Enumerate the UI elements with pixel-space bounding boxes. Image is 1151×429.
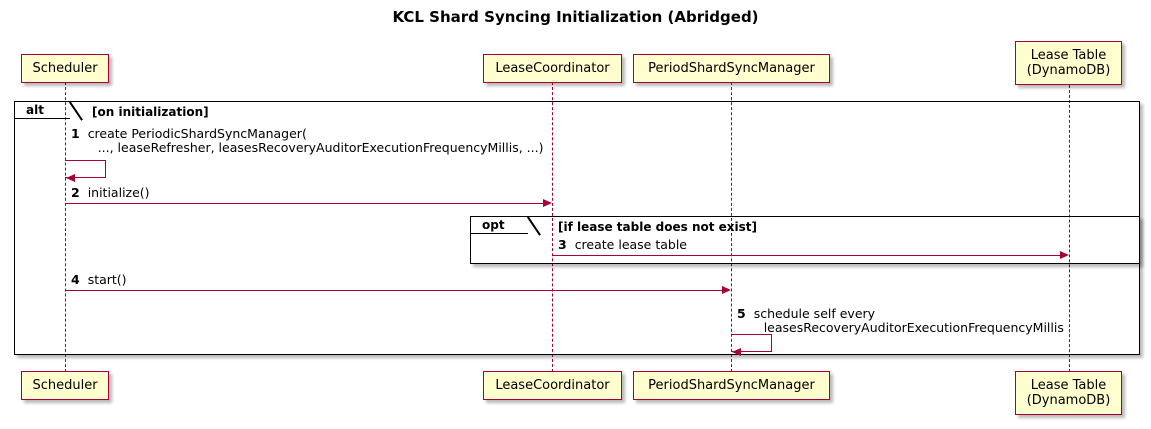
fragment-opt-guard-label: [if lease table does not exist]: [558, 220, 758, 234]
message-3-arrowhead: [1060, 250, 1069, 259]
participant-lease-coordinator-top[interactable]: LeaseCoordinator: [483, 54, 622, 83]
message-2-arrowhead: [543, 198, 552, 207]
message-1-text-line2: ..., leaseRefresher, leasesRecoveryAudit…: [97, 140, 544, 155]
message-3-text: create lease table: [574, 237, 687, 252]
message-3-number: 3: [558, 237, 567, 252]
message-3-label: 3 create lease table: [558, 238, 687, 252]
message-5-arrowhead: [732, 347, 741, 356]
participant-lease-table-bottom[interactable]: Lease Table (DynamoDB): [1015, 371, 1122, 415]
participant-lease-table-bottom-label-line2: (DynamoDB): [1026, 393, 1111, 408]
message-1-arrowhead: [66, 173, 75, 182]
lifeline-lease-table: [1069, 85, 1070, 372]
message-5-self-arrow-path: [731, 334, 772, 352]
message-2-text: initialize(): [87, 185, 150, 200]
message-5-text-line1: schedule self every: [753, 306, 876, 321]
message-3-line: [552, 255, 1061, 256]
fragment-opt-lease-table-missing: [470, 216, 1140, 264]
lifeline-lease-coordinator: [552, 82, 553, 372]
participant-period-shard-sync-manager-top[interactable]: PeriodShardSyncManager: [633, 54, 830, 83]
participant-scheduler-top-label: Scheduler: [32, 61, 98, 76]
participant-lease-table-bottom-label-line1: Lease Table: [1030, 378, 1107, 393]
message-5-label: 5 schedule self every leasesRecoveryAudi…: [737, 307, 1064, 335]
message-4-text: start(): [87, 272, 127, 287]
fragment-alt-operator-label: alt: [26, 102, 44, 117]
message-1-label: 1 create PeriodicShardSyncManager( ..., …: [71, 127, 543, 155]
message-4-arrowhead: [722, 285, 731, 294]
fragment-alt-guard-label: [on initialization]: [92, 105, 209, 119]
participant-scheduler-top[interactable]: Scheduler: [21, 54, 109, 83]
participant-lease-table-top-label-line1: Lease Table: [1030, 48, 1107, 63]
message-2-number: 2: [71, 185, 80, 200]
message-1-number: 1: [71, 126, 80, 141]
participant-scheduler-bottom[interactable]: Scheduler: [21, 371, 109, 400]
lifeline-scheduler: [65, 82, 66, 372]
participant-scheduler-bottom-label: Scheduler: [32, 378, 98, 393]
message-2-label: 2 initialize(): [71, 186, 150, 200]
participant-period-shard-sync-manager-bottom[interactable]: PeriodShardSyncManager: [633, 371, 830, 400]
fragment-alt-operator-tab: alt: [14, 101, 70, 119]
message-5-text-line2: leasesRecoveryAuditorExecutionFrequencyM…: [763, 320, 1064, 335]
message-4-line: [65, 290, 722, 291]
lifeline-period-shard-sync-manager: [731, 82, 732, 372]
participant-lease-coordinator-bottom-label: LeaseCoordinator: [495, 378, 610, 393]
participant-lease-coordinator-bottom[interactable]: LeaseCoordinator: [483, 371, 622, 400]
message-4-label: 4 start(): [71, 273, 127, 287]
participant-lease-table-top-label-line2: (DynamoDB): [1026, 63, 1111, 78]
fragment-opt-operator-label: opt: [482, 217, 505, 232]
participant-period-shard-sync-manager-top-label: PeriodShardSyncManager: [648, 61, 815, 76]
participant-lease-coordinator-top-label: LeaseCoordinator: [495, 61, 610, 76]
message-1-text-line1: create PeriodicShardSyncManager(: [87, 126, 307, 141]
message-4-number: 4: [71, 272, 80, 287]
message-5-number: 5: [737, 306, 746, 321]
message-1-self-arrow-path: [65, 160, 106, 178]
participant-lease-table-top[interactable]: Lease Table (DynamoDB): [1015, 41, 1122, 85]
participant-period-shard-sync-manager-bottom-label: PeriodShardSyncManager: [648, 378, 815, 393]
message-2-line: [65, 203, 543, 204]
fragment-opt-operator-tab: opt: [470, 216, 528, 234]
diagram-title: KCL Shard Syncing Initialization (Abridg…: [392, 8, 759, 26]
